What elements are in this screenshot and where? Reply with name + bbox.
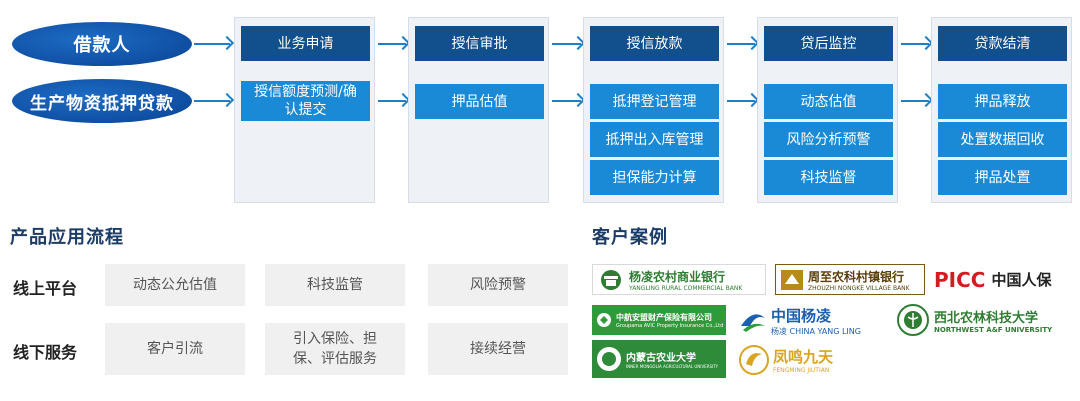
logo-picc: PICC 中国人保 (934, 264, 1074, 295)
university-seal-icon (597, 347, 621, 371)
logo-nwafu: 西北农林科技大学 NORTHWEST A&F UNIVERSITY (896, 300, 1074, 340)
logo-imau: 内蒙古农业大学 INNER MONGOLIA AGRICULTURAL UNIV… (592, 340, 726, 378)
insurance-emblem-icon (597, 313, 611, 327)
logo-fengming: 凤鸣九天 FENGMING JIUTIAN (738, 342, 868, 378)
column-disbursement: 授信放款 抵押登记管理 抵押出入库管理 担保能力计算 (583, 17, 724, 203)
column-item: 抵押出入库管理 (590, 122, 719, 157)
arrow-icon (901, 43, 929, 45)
column-item: 授信额度预测/确认提交 (241, 81, 370, 121)
column-item: 抵押登记管理 (590, 84, 719, 119)
arrow-icon (378, 100, 406, 102)
cases-section-title: 客户案例 (592, 227, 668, 248)
process-section-title: 产品应用流程 (10, 227, 124, 248)
process-cell: 科技监管 (265, 264, 405, 306)
column-item: 风险分析预警 (764, 122, 893, 157)
column-item: 科技监督 (764, 160, 893, 195)
column-approval: 授信审批 押品估值 (408, 17, 549, 203)
arrow-icon (727, 100, 755, 102)
column-item: 担保能力计算 (590, 160, 719, 195)
column-title: 贷后监控 (764, 26, 893, 61)
row-label-offline: 线下服务 (13, 343, 78, 362)
column-item: 动态估值 (764, 84, 893, 119)
column-title: 授信放款 (590, 26, 719, 61)
arrow-icon (552, 43, 581, 45)
arrow-icon (378, 43, 406, 45)
row-label-online: 线上平台 (13, 279, 78, 298)
yangling-emblem-icon (741, 314, 765, 332)
column-item: 押品释放 (938, 84, 1067, 119)
bank-emblem-icon (601, 269, 621, 290)
column-item: 押品估值 (415, 84, 544, 119)
column-monitoring: 贷后监控 动态估值 风险分析预警 科技监督 (757, 17, 898, 203)
arrow-icon (552, 100, 581, 102)
arrow-icon (727, 43, 755, 45)
process-cell: 接续经营 (428, 323, 568, 375)
arrow-icon (194, 43, 230, 45)
column-title: 业务申请 (241, 26, 370, 61)
process-cell: 客户引流 (105, 323, 245, 375)
arrow-icon (901, 100, 929, 102)
logo-yangling-bank: 杨凌农村商业银行 YANGLING RURAL COMMERCIAL BANK (592, 264, 766, 295)
process-cell: 动态公允估值 (105, 264, 245, 306)
process-cell: 引入保险、担保、评估服务 (265, 323, 405, 375)
actor-material-loan: 生产物资抵押贷款 (12, 79, 192, 123)
column-item: 押品处置 (938, 160, 1067, 195)
logo-zhouzhi-bank: 周至农科村镇银行 ZHOUZHI NONGKE VILLAGE BANK (775, 264, 925, 295)
column-item: 处置数据回收 (938, 122, 1067, 157)
logo-china-yangling: 中国杨凌 杨凌 CHINA YANG LING (738, 303, 882, 339)
bank-emblem-icon (781, 269, 803, 290)
arrow-icon (194, 100, 230, 102)
column-title: 授信审批 (415, 26, 544, 61)
phoenix-emblem-icon (739, 345, 769, 375)
process-cell: 风险预警 (428, 264, 568, 306)
actor-borrower: 借款人 (12, 22, 192, 66)
column-title: 贷款结清 (938, 26, 1067, 61)
logo-groupama-avic: 中航安盟财产保险有限公司 Groupama AVIC Property Insu… (592, 305, 726, 335)
university-seal-icon (897, 304, 929, 336)
column-settlement: 贷款结清 押品释放 处置数据回收 押品处置 (931, 17, 1072, 203)
column-application: 业务申请 授信额度预测/确认提交 (234, 17, 375, 203)
